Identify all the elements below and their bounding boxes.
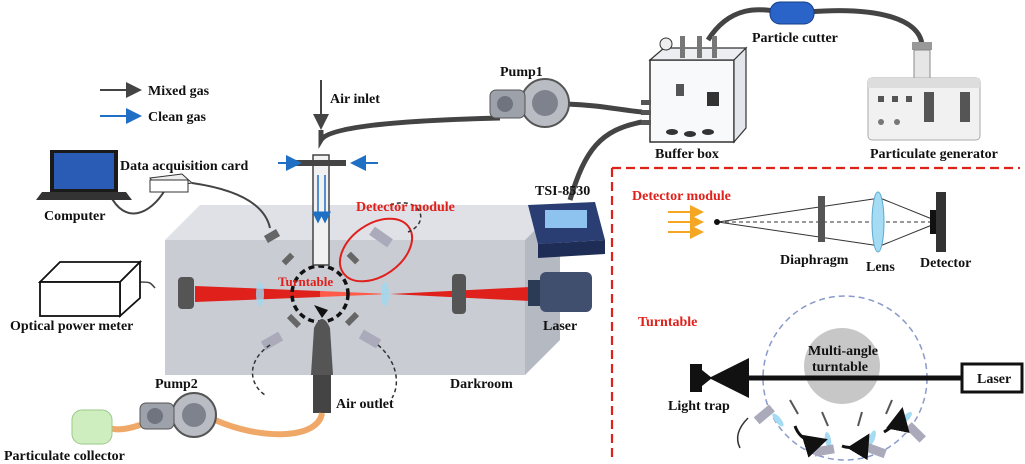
inset-multi-angle-label-1: Multi-angle	[808, 344, 878, 359]
inlet-flange	[296, 160, 346, 166]
pump2-device	[139, 392, 217, 438]
legend-mixed-gas-label: Mixed gas	[148, 84, 210, 99]
tube-outlet-to-pump2	[213, 412, 325, 438]
air-outlet-nozzle	[311, 319, 333, 375]
buffer-box-device	[641, 36, 748, 144]
detector-module-pointer	[389, 202, 422, 233]
inset-turntable-disc	[804, 328, 880, 404]
inlet-tube	[312, 154, 330, 266]
detector-module-label: Detector module	[356, 200, 455, 215]
inset-light-arrows	[668, 205, 704, 239]
inset-laser-label: Laser	[977, 372, 1011, 387]
particulate-collector-label: Particulate collector	[4, 449, 125, 464]
inset-scatter-point	[714, 219, 720, 225]
tsi-label: TSI-8530	[535, 184, 590, 199]
air-inlet-label: Air inlet	[330, 92, 380, 107]
particulate-collector-device	[71, 409, 113, 445]
optical-power-meter-device	[37, 259, 143, 319]
tube-pump2-to-collector	[108, 422, 141, 433]
inset-lens	[871, 191, 885, 253]
particle-cutter-label: Particle cutter	[752, 31, 838, 46]
pump2-label: Pump2	[155, 377, 198, 392]
laser-device	[528, 272, 592, 312]
inset-detector	[936, 192, 946, 252]
tube-inlet-to-pump1	[318, 115, 501, 149]
beam-lens-right	[381, 282, 389, 306]
optical-power-meter-label: Optical power meter	[10, 319, 133, 334]
data-acquisition-card-device	[149, 173, 194, 193]
laser-label: Laser	[543, 319, 577, 334]
inset-rotation-arrow-1	[793, 425, 828, 458]
darkroom-label: Darkroom	[450, 377, 513, 392]
inset-rotation-arrow-3	[883, 407, 910, 434]
air-outlet-pipe	[313, 375, 331, 413]
internal-mirrors	[263, 229, 360, 329]
inset-optical-path	[717, 197, 933, 247]
turntable-label: Turntable	[278, 274, 333, 289]
tube-pump1-to-buffer	[565, 101, 643, 115]
inset-diaphragm-label: Diaphragm	[780, 253, 849, 268]
laser-port	[452, 274, 466, 314]
inset-detector-label: Detector	[920, 256, 971, 271]
particle-cutter-device	[769, 1, 815, 25]
inset-laser-box	[960, 362, 1024, 394]
computer-label: Computer	[44, 209, 105, 224]
pump1-label: Pump1	[500, 65, 543, 80]
detector-module-highlight	[338, 217, 414, 283]
inset-detector-module-label: Detector module	[632, 189, 731, 204]
data-acquisition-card-label: Data acquisition card	[120, 159, 249, 174]
inset-rotation-arrow-2	[841, 433, 870, 461]
inset-detector-face	[930, 210, 936, 234]
tube-cutter-to-generator	[807, 8, 925, 46]
power-meter-port	[178, 277, 194, 309]
tsi-8530-device	[528, 202, 605, 258]
particulate-generator-device	[867, 42, 981, 141]
beam-lens-left	[256, 282, 264, 306]
air-outlet-label: Air outlet	[336, 397, 394, 412]
inset-light-trap-cone	[702, 370, 712, 386]
buffer-box-label: Buffer box	[655, 147, 719, 162]
inset-light-trap	[690, 364, 702, 392]
legend-clean-gas-label: Clean gas	[148, 110, 207, 125]
pump1-device	[489, 78, 570, 128]
computer-device	[36, 150, 132, 200]
tube-buffer-to-tsi	[567, 119, 643, 201]
cable-power-meter	[139, 281, 156, 289]
wire-left-detector	[251, 344, 271, 396]
inset-turntable-lenses	[772, 411, 913, 448]
cable-computer-daq	[109, 189, 166, 215]
cable-daq-detector	[191, 182, 271, 229]
inset-diaphragm	[818, 196, 825, 242]
inset-multi-angle-label-2: turntable	[812, 360, 868, 375]
turntable-arrow	[314, 305, 328, 318]
detector-assemblies	[260, 226, 393, 351]
inset-light-trap-label: Light trap	[668, 399, 730, 414]
particulate-generator-label: Particulate generator	[870, 147, 998, 162]
inset-lens-label: Lens	[866, 260, 895, 275]
inset-turntable-label: Turntable	[638, 315, 697, 330]
inset-cable	[736, 417, 749, 449]
